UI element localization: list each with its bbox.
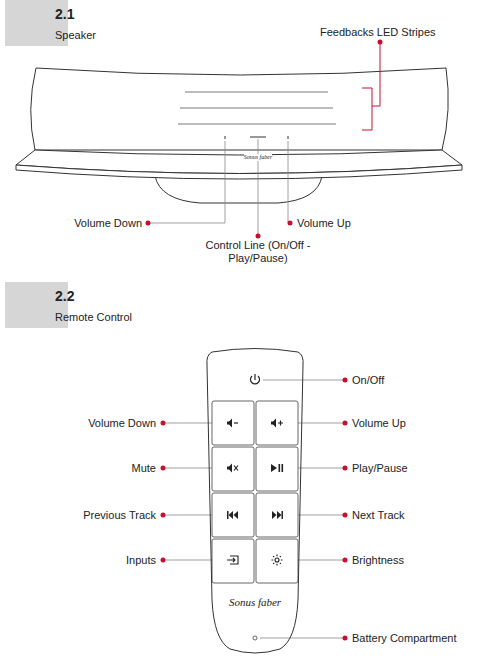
brand-name: Sonus faber xyxy=(244,154,273,161)
brand-name: Sonus faber xyxy=(229,596,281,608)
part-label: Feedbacks LED Stripes xyxy=(320,26,436,39)
part-label: Next Track xyxy=(352,509,405,522)
section-header: 2.2Remote Control xyxy=(5,282,132,328)
part-label: Play/Pause xyxy=(352,462,408,475)
part-label: Mute xyxy=(132,462,156,475)
section-header: 2.1Speaker xyxy=(5,0,96,46)
part-label: Volume Down xyxy=(88,417,156,430)
remote-leader-lines xyxy=(163,380,345,638)
section-number: 2.1 xyxy=(55,6,96,22)
part-label: Brightness xyxy=(352,554,404,567)
part-label: On/Off xyxy=(352,374,384,387)
remote-outline xyxy=(204,344,306,658)
part-label: Volume Up xyxy=(297,217,351,230)
section-title: Remote Control xyxy=(55,311,132,324)
part-label: Volume Up xyxy=(352,417,406,430)
part-label: Inputs xyxy=(126,554,156,567)
remote-buttons xyxy=(212,401,298,583)
part-label: Volume Down xyxy=(74,217,142,230)
part-label: Battery Compartment xyxy=(352,632,457,645)
speaker-drawing xyxy=(16,68,462,203)
section-number: 2.2 xyxy=(55,288,132,304)
led-stripes xyxy=(178,92,336,124)
part-label: Previous Track xyxy=(83,509,156,522)
remote-body: Sonus faber xyxy=(204,344,306,658)
button-icons xyxy=(227,374,283,640)
bracket xyxy=(362,42,380,130)
part-label: Control Line (On/Off - Play/Pause) xyxy=(193,239,323,265)
section-title: Speaker xyxy=(55,29,96,42)
leader-lines xyxy=(148,139,290,236)
